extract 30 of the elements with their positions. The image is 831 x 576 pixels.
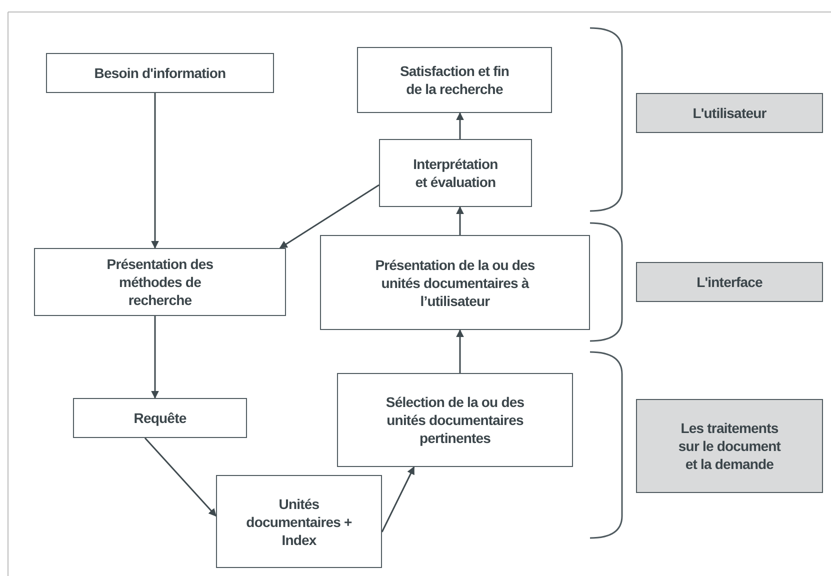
process-box [357, 47, 552, 113]
box-label: Sélection de la ou des unités documentaires pertinentes [385, 393, 525, 447]
process-box [46, 53, 274, 93]
arrow [144, 438, 217, 517]
box-label: Les traitements sur le document et la demande [677, 419, 782, 473]
process-box [34, 248, 286, 316]
box-label: Satisfaction et fin de la recherche [398, 62, 510, 98]
box-label: Besoin d'information [94, 64, 226, 82]
box-label: Présentation des méthodes de recherche [106, 255, 214, 309]
process-box [379, 139, 532, 207]
process-box [73, 398, 247, 438]
category-box [636, 262, 823, 302]
process-box [337, 373, 573, 467]
process-box [320, 235, 590, 330]
arrow [279, 184, 380, 249]
category-box [636, 93, 823, 133]
box-label: Présentation de la ou des unités documentaires à l’utilisateur [374, 256, 536, 310]
arrow [151, 93, 159, 249]
arrow [381, 466, 415, 532]
category-box [636, 399, 823, 493]
box-label: Unités documentaires + Index [245, 494, 353, 548]
box-label: L'utilisateur [692, 104, 766, 122]
process-box [216, 475, 382, 568]
box-label: Interprétation et évaluation [412, 155, 499, 191]
box-label: Requête [134, 409, 186, 427]
arrow [151, 316, 159, 399]
arrow [456, 206, 464, 235]
arrow [456, 112, 464, 139]
arrow [456, 329, 464, 373]
box-label: L'interface [696, 273, 762, 291]
